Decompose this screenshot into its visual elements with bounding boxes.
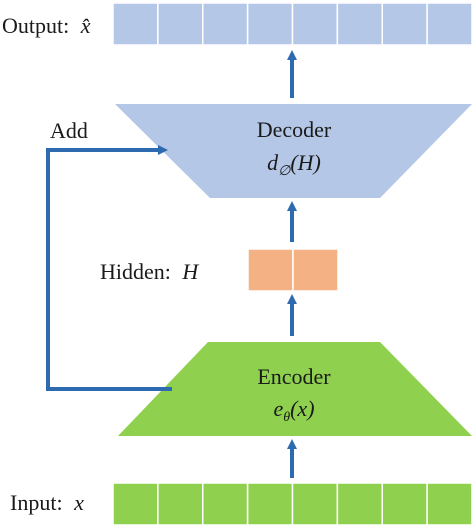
input-cell [202, 482, 249, 526]
input-cell [112, 482, 159, 526]
skip-connection: Add [46, 118, 172, 391]
hidden-label: Hidden: H [100, 259, 199, 284]
skip-arrow [46, 145, 172, 391]
output-cell [336, 2, 383, 46]
input-cell [157, 482, 204, 526]
skip-label: Add [50, 118, 88, 143]
output-cell [157, 2, 204, 46]
output-cell [426, 2, 473, 46]
output-label: Output: x̂ [2, 13, 91, 38]
input-cell [246, 482, 294, 526]
input-cell [381, 482, 428, 526]
output-cell [381, 2, 428, 46]
encoder-function: eθ(x) [273, 396, 314, 425]
output-cell [246, 2, 294, 46]
encoder-block: Encoder eθ(x) [118, 342, 472, 436]
hidden-cell [247, 248, 294, 292]
output-cell [291, 2, 339, 46]
input-cell [291, 482, 339, 526]
decoder-title: Decoder [257, 117, 332, 142]
input-cell [336, 482, 383, 526]
output-vector [112, 2, 473, 46]
encoder-title: Encoder [257, 364, 331, 389]
hidden-vector [247, 248, 339, 292]
input-label: Input: x [10, 490, 84, 515]
hidden-row: Hidden: H [100, 248, 339, 292]
output-cell [202, 2, 249, 46]
decoder-block: Decoder d∅(H) [115, 104, 472, 198]
decoder-shape [115, 104, 472, 198]
hidden-cell [292, 248, 339, 292]
input-vector [112, 482, 473, 526]
decoder-function: d∅(H) [267, 150, 321, 179]
output-cell [112, 2, 159, 46]
encoder-shape [118, 342, 472, 436]
input-row: Input: x [10, 482, 473, 526]
input-cell [426, 482, 473, 526]
output-row: Output: x̂ [2, 2, 473, 46]
